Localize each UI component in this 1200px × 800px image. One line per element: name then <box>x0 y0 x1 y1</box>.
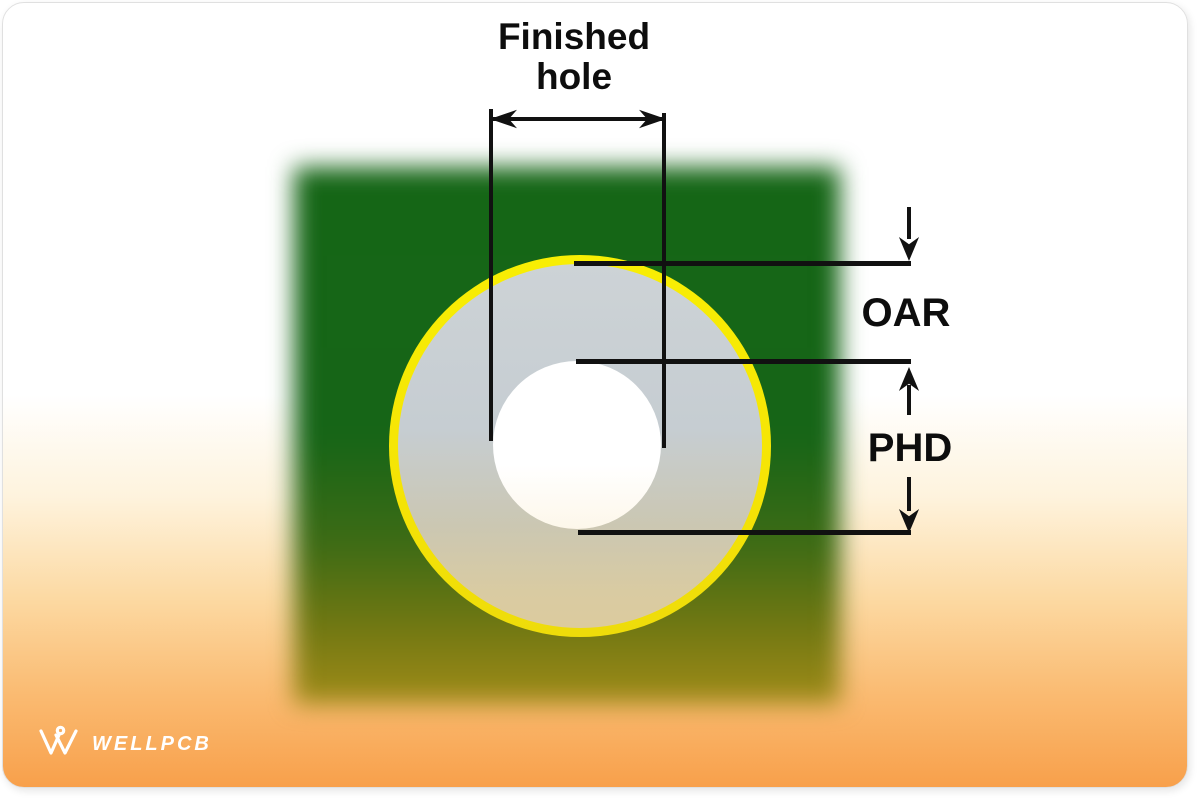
hole-bottom-reference-line <box>578 530 911 535</box>
finished-hole-extension-line-right <box>662 113 666 448</box>
wellpcb-w-icon <box>39 725 78 755</box>
phd-bottom-arrow-stem <box>907 477 911 511</box>
phd-label: PHD <box>867 426 953 470</box>
finished-hole-circle <box>493 361 661 529</box>
finished-hole-label-line1: Finished <box>497 16 651 57</box>
finished-hole-dimension-line <box>492 117 664 121</box>
phd-top-arrow-stem <box>907 385 911 415</box>
pad-top-reference-line <box>574 261 911 266</box>
finished-hole-extension-line-left <box>489 109 493 441</box>
hole-top-reference-line <box>576 359 911 364</box>
diagram-card: Finished hole OAR PHD WELLPCB <box>2 2 1188 788</box>
oar-arrow-stem <box>907 207 911 239</box>
wellpcb-logo: WELLPCB <box>37 723 212 759</box>
oar-label: OAR <box>861 291 951 335</box>
finished-hole-label: Finished hole <box>464 17 684 97</box>
wellpcb-logo-text: WELLPCB <box>92 732 212 755</box>
finished-hole-label-line2: hole <box>535 56 613 97</box>
arrow-down-icon <box>898 237 920 261</box>
